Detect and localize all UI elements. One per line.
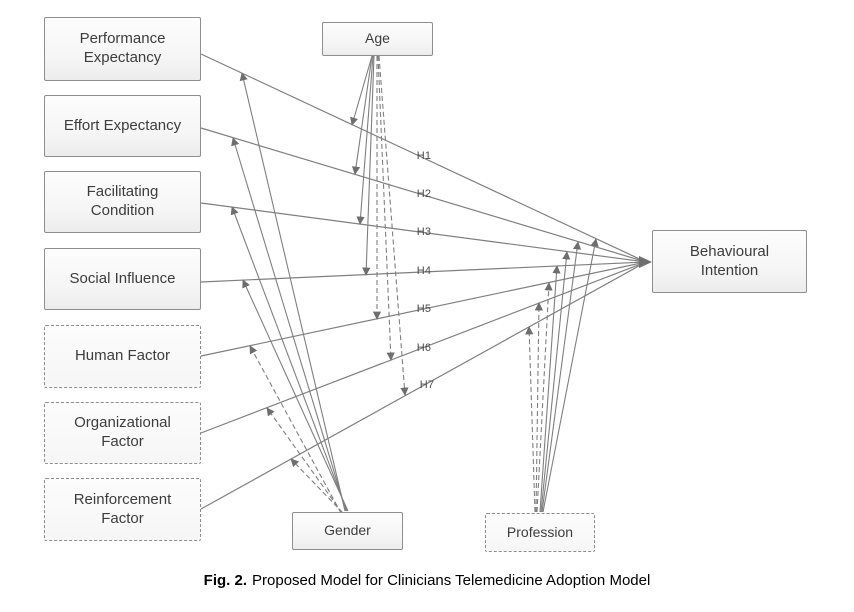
profession-moderation-arrows bbox=[525, 238, 599, 513]
convergence-arrowhead bbox=[639, 256, 652, 268]
figure-caption-text: Proposed Model for Clinicians Telemedici… bbox=[252, 572, 651, 589]
figure-caption-label: Fig. 2. bbox=[203, 572, 248, 589]
hypothesis-label-h2: H2 bbox=[416, 188, 432, 200]
hypothesis-label-h6: H6 bbox=[416, 342, 432, 354]
figure-caption: Fig. 2.Proposed Model for Clinicians Tel… bbox=[0, 572, 854, 589]
hypothesis-label-h3: H3 bbox=[416, 226, 432, 238]
node-age: Age bbox=[322, 22, 433, 56]
node-human-factor: Human Factor bbox=[44, 325, 201, 388]
node-organizational-factor: Organizational Factor bbox=[44, 402, 201, 464]
node-reinforcement-factor: Reinforcement Factor bbox=[44, 478, 201, 541]
node-label: Performance Expectancy bbox=[79, 30, 166, 66]
node-label: Effort Expectancy bbox=[63, 116, 182, 134]
node-label: Facilitating Condition bbox=[86, 183, 159, 219]
node-label: Social Influence bbox=[69, 269, 176, 287]
node-label: Age bbox=[365, 30, 390, 47]
node-facilitating-condition: Facilitating Condition bbox=[44, 171, 201, 233]
node-label: Reinforcement Factor bbox=[73, 490, 172, 527]
node-label: Profession bbox=[506, 523, 574, 540]
main-paths bbox=[200, 53, 652, 510]
node-label: Gender bbox=[324, 522, 371, 539]
node-social-influence: Social Influence bbox=[44, 248, 201, 310]
age-moderation-arrows bbox=[350, 55, 409, 396]
node-effort-expectancy: Effort Expectancy bbox=[44, 95, 201, 157]
node-performance-expectancy: Performance Expectancy bbox=[44, 17, 201, 81]
gender-moderation-arrows bbox=[230, 72, 349, 514]
node-profession: Profession bbox=[485, 513, 595, 552]
node-label: Behavioural Intention bbox=[689, 242, 770, 279]
hypothesis-label-h7: H7 bbox=[419, 379, 435, 391]
node-label: Human Factor bbox=[74, 347, 171, 365]
node-label: Organizational Factor bbox=[74, 414, 171, 450]
node-behavioural-intention: Behavioural Intention bbox=[652, 230, 807, 293]
hypothesis-label-h4: H4 bbox=[416, 265, 432, 277]
hypothesis-label-h1: H1 bbox=[416, 150, 432, 162]
hypothesis-label-h5: H5 bbox=[416, 303, 432, 315]
node-gender: Gender bbox=[292, 512, 403, 550]
